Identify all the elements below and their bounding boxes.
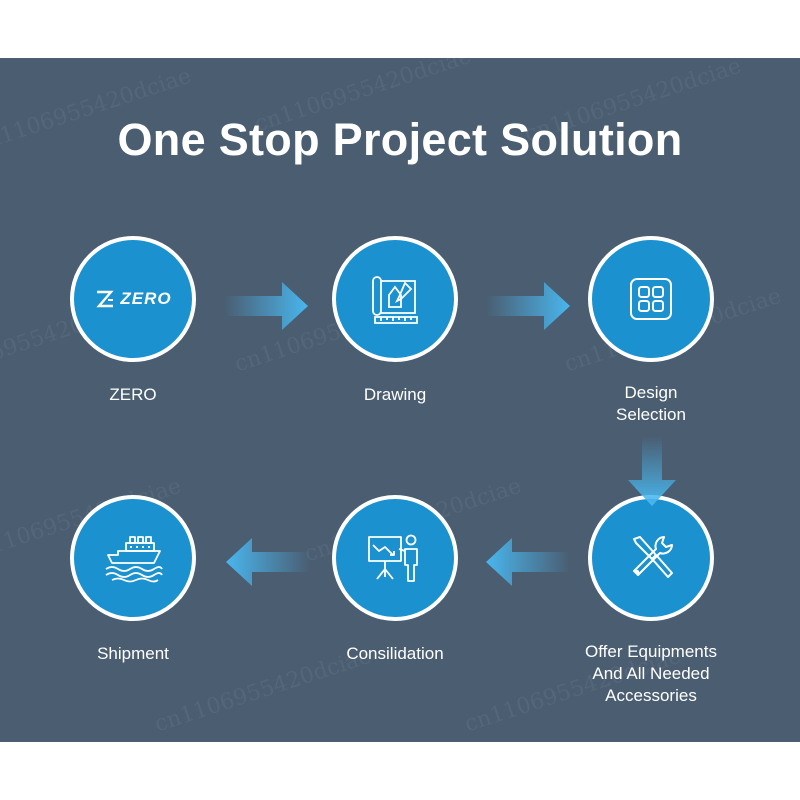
flow-arrow-down <box>628 436 676 506</box>
diagram-panel: cn1106955420dciae cn1106955420dciae cn11… <box>0 58 800 742</box>
flow-arrow-right <box>224 282 308 330</box>
grid-selection-icon <box>630 278 672 320</box>
blueprint-drawing-icon <box>372 276 418 324</box>
step-shipment: Shipment <box>70 495 196 663</box>
step-circle <box>70 495 196 621</box>
step-circle <box>588 236 714 362</box>
step-label: Shipment <box>97 644 169 663</box>
zero-logo-icon: ZERO <box>94 288 171 310</box>
ship-icon <box>105 536 163 583</box>
flow-arrow-right <box>486 282 570 330</box>
step-circle: ZERO <box>70 236 196 362</box>
step-zero: ZERO ZERO <box>70 236 196 404</box>
step-circle <box>332 236 458 362</box>
step-drawing: Drawing <box>332 236 458 404</box>
step-label: ZERO <box>109 385 157 404</box>
step-circle <box>332 495 458 621</box>
page-title: One Stop Project Solution <box>117 114 683 165</box>
presentation-board-icon <box>368 534 418 582</box>
step-offer-equipments: Offer Equipments And All Needed Accessor… <box>585 495 717 705</box>
flow-arrow-left <box>486 538 570 586</box>
step-label: Consilidation <box>346 644 444 663</box>
step-label: Drawing <box>363 385 427 404</box>
tools-icon <box>633 536 673 578</box>
flow-arrow-left <box>226 538 310 586</box>
step-consilidation: Consilidation <box>332 495 458 663</box>
zero-logo-text: ZERO <box>120 289 172 308</box>
step-design-selection: Design Selection <box>588 236 714 424</box>
step-label: Offer Equipments And All Needed Accessor… <box>585 642 717 705</box>
step-circle <box>588 495 714 621</box>
step-label: Design Selection <box>616 383 686 424</box>
